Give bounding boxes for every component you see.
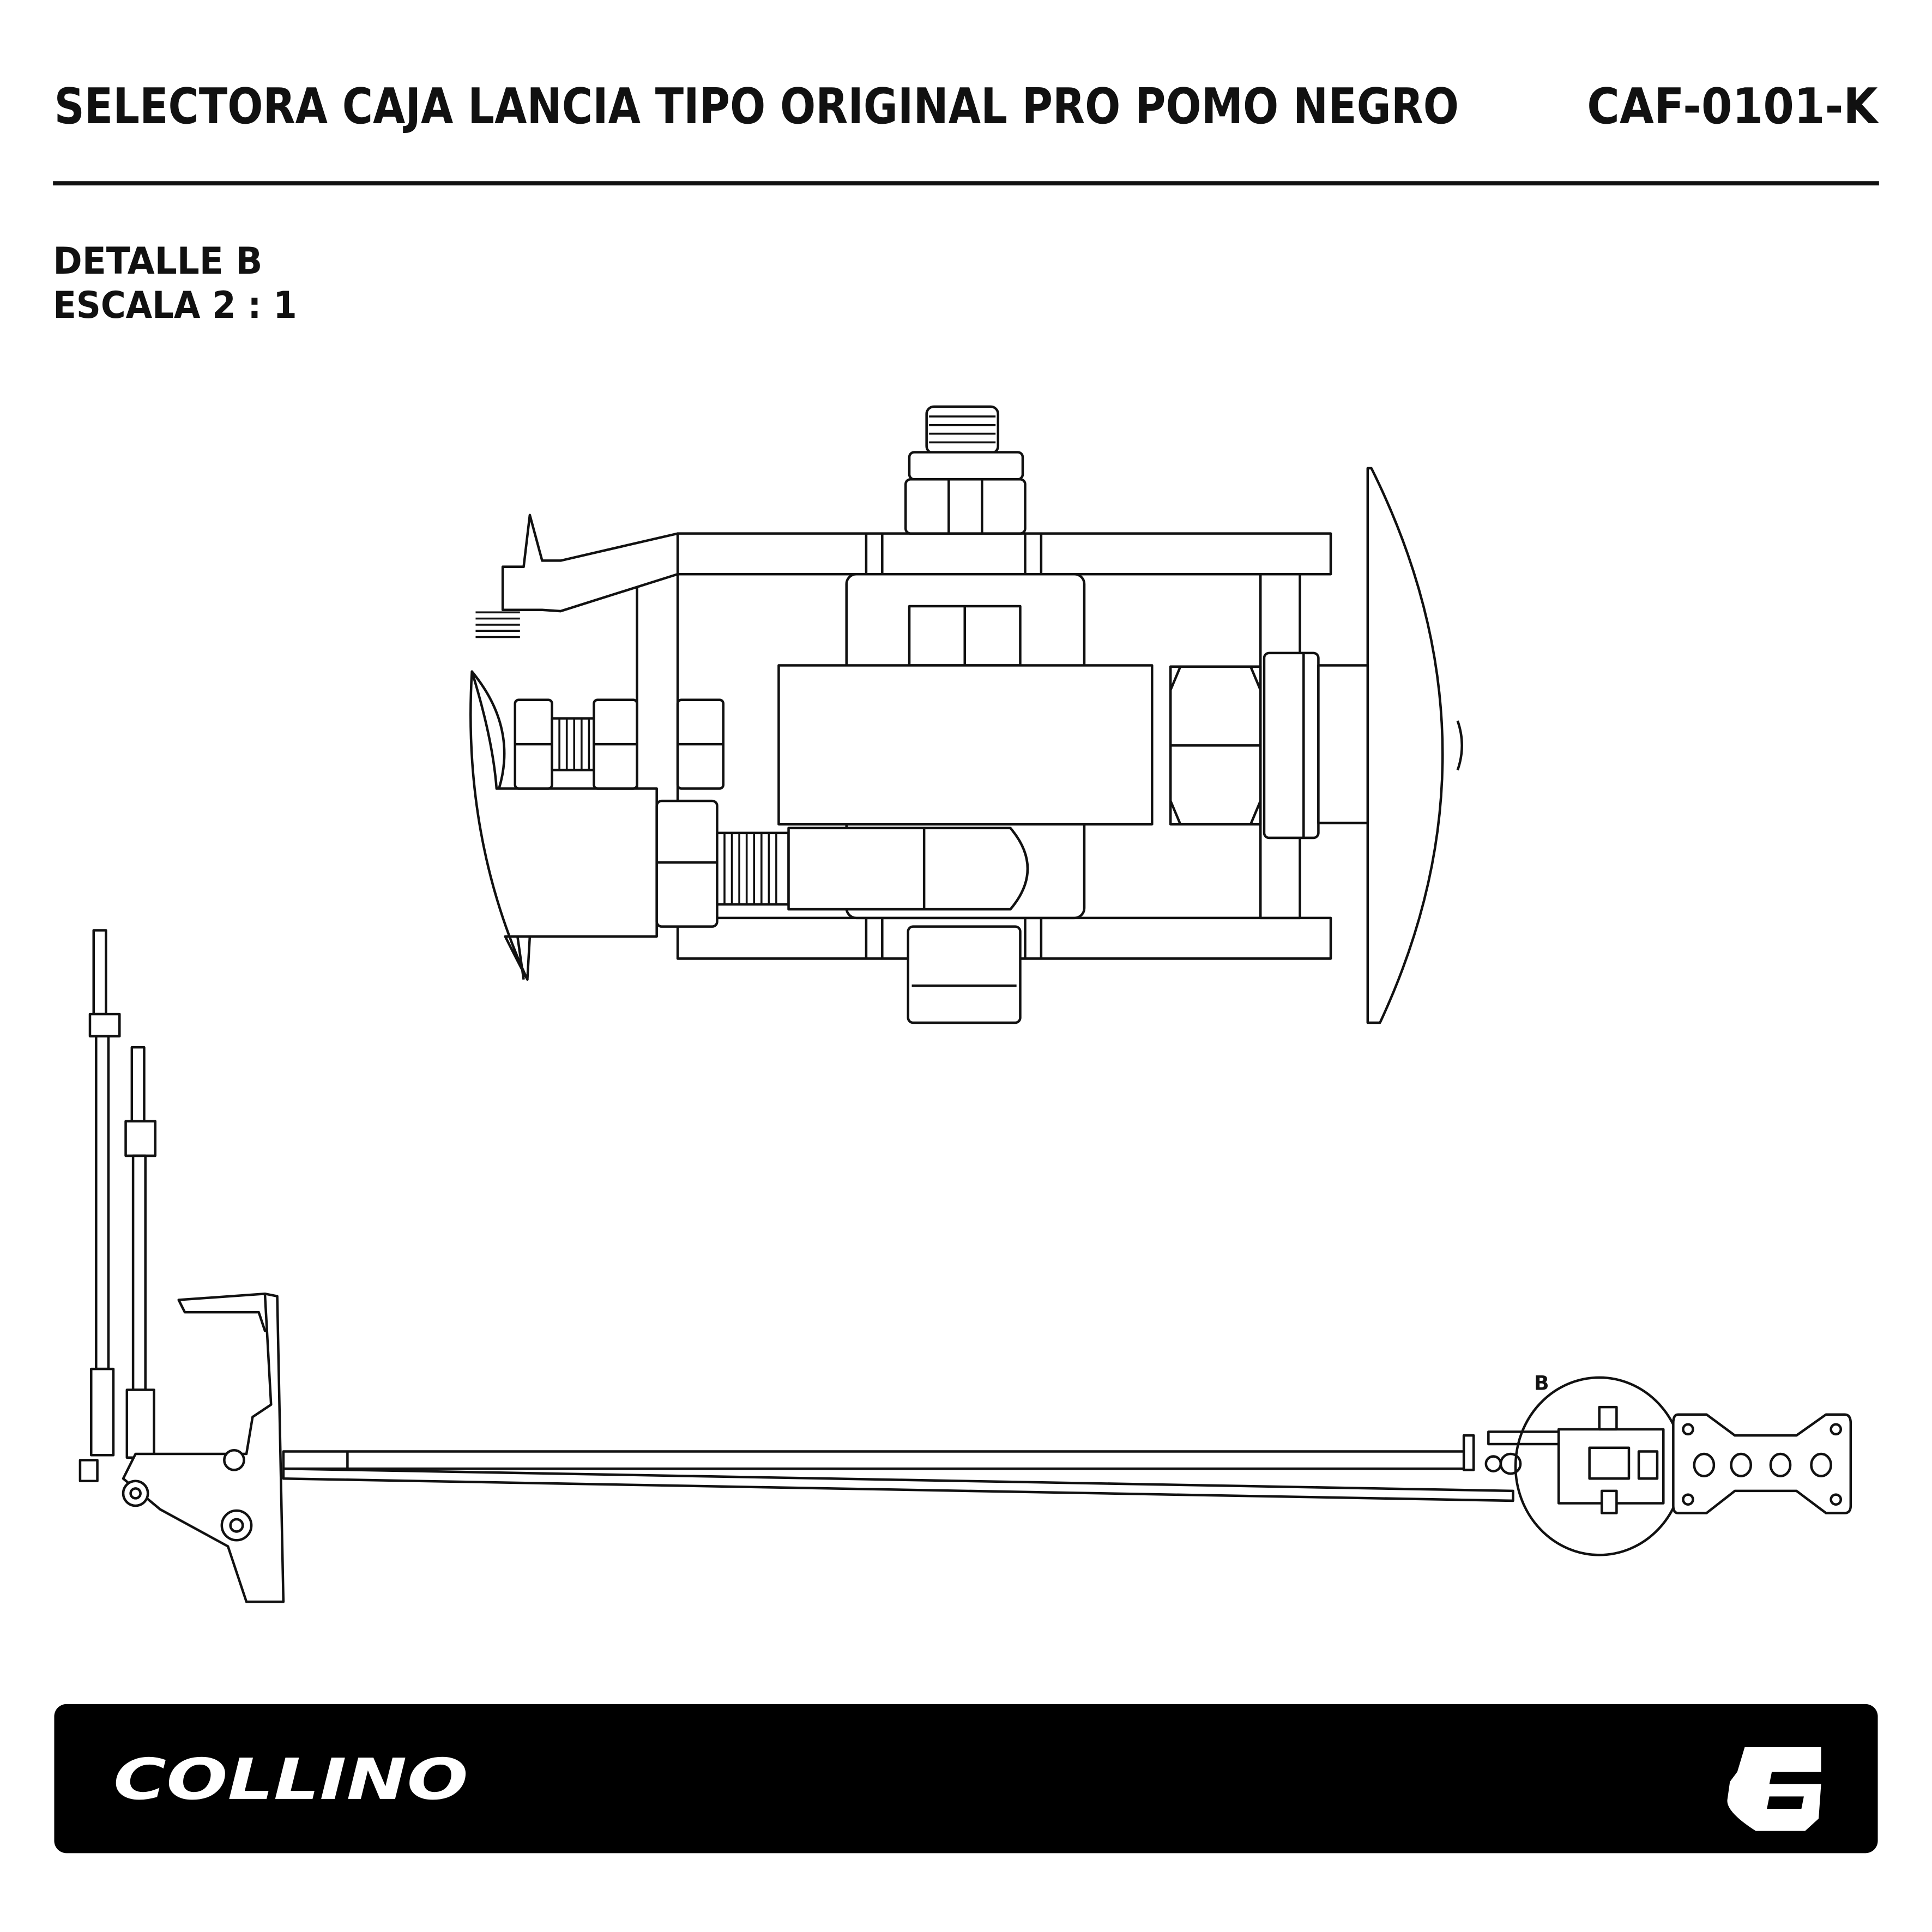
part-code: CAF-0101-K — [1587, 78, 1879, 135]
detail-label: DETALLE B — [53, 239, 262, 282]
brand-mark-icon — [1727, 1747, 1821, 1831]
left-bracket — [469, 670, 658, 981]
cable-1 — [95, 1035, 110, 1370]
rod-end — [787, 826, 1029, 911]
knob — [1366, 467, 1444, 1024]
bottom-stud — [907, 925, 1022, 1024]
cable-2 — [131, 1154, 147, 1391]
assembly-view: B — [79, 929, 1852, 1603]
detail-b-callout: B — [1534, 1372, 1549, 1395]
detail-b-view — [469, 405, 1463, 1024]
frame-top-bar — [676, 532, 1332, 576]
shift-rod — [282, 1450, 1474, 1470]
lever-arm — [501, 514, 679, 613]
mounting-plate — [1672, 1413, 1852, 1514]
top-nut — [904, 478, 1027, 535]
drawing-title: SELECTORA CAJA LANCIA TIPO ORIGINAL PRO … — [54, 78, 1459, 135]
linkage-rod — [282, 1467, 1514, 1502]
footer-bar — [54, 1704, 1878, 1853]
detail-scale: ESCALA 2 : 1 — [53, 283, 297, 327]
wide-block — [777, 664, 1154, 826]
brand-logo: COLLINO — [113, 1747, 468, 1813]
header-divider — [53, 181, 1879, 186]
